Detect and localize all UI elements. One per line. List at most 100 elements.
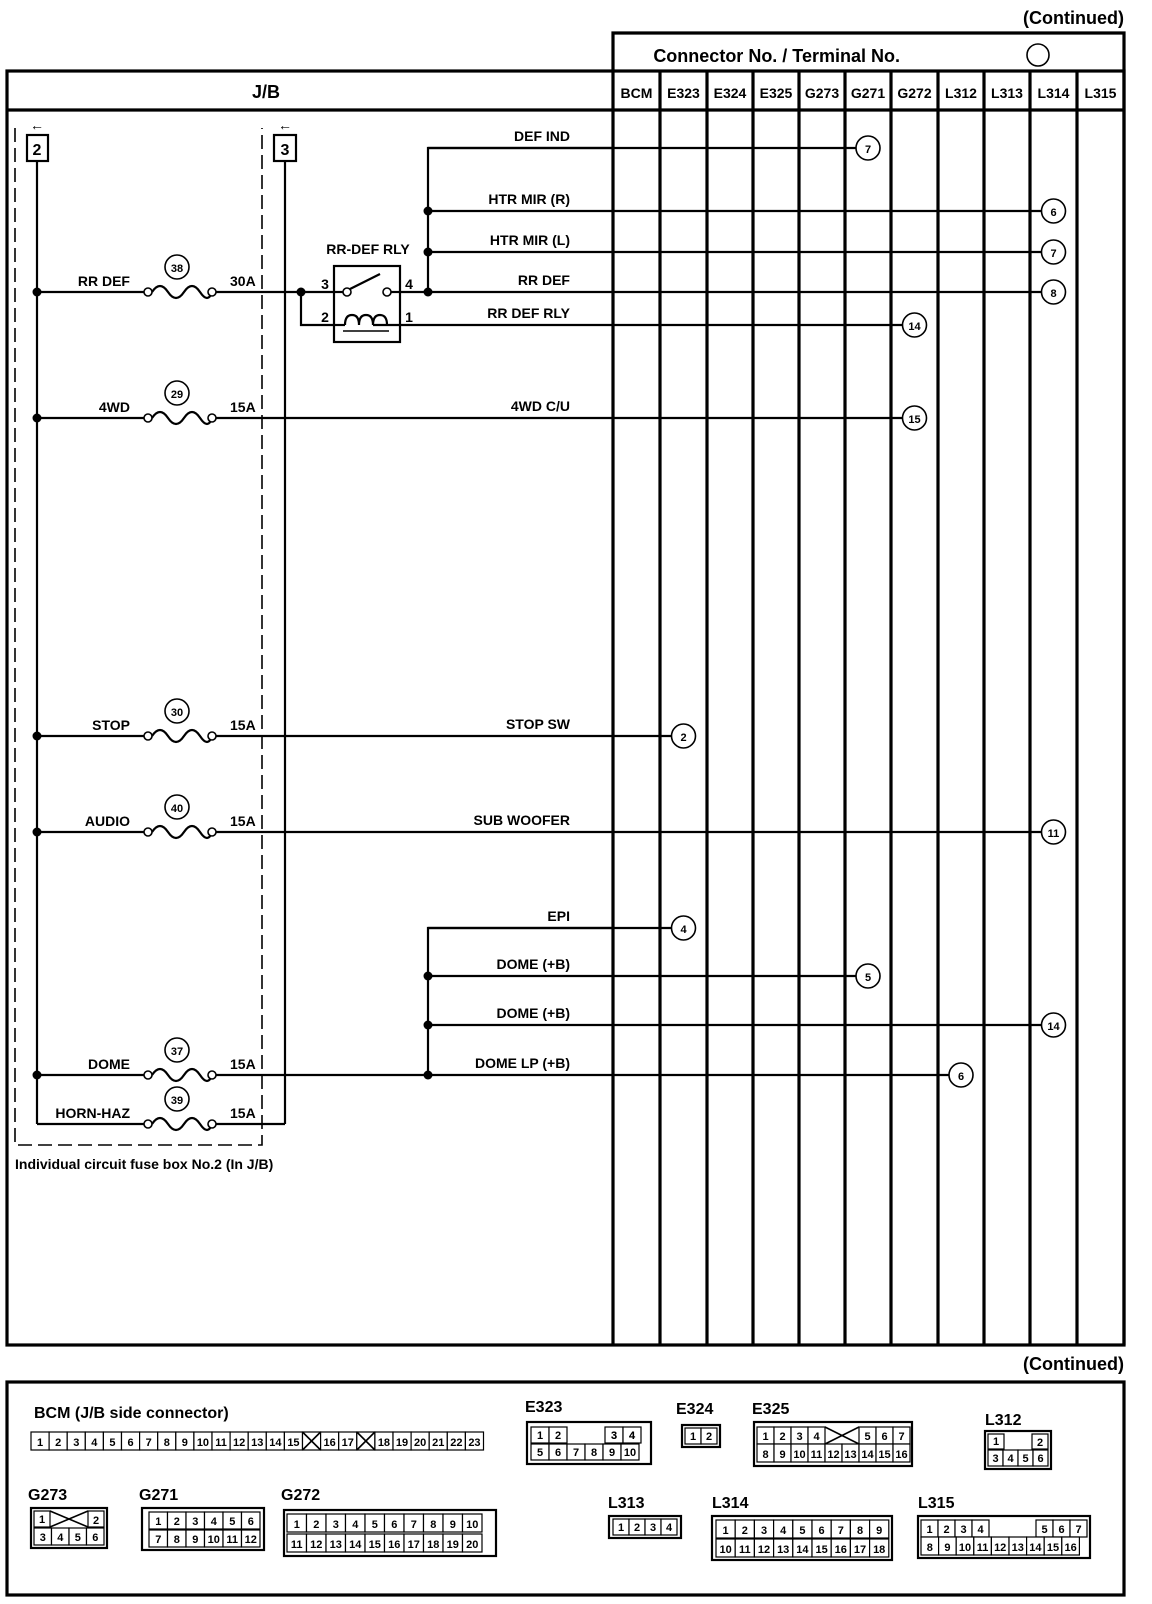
terminal-label: 1 xyxy=(993,1436,999,1448)
terminal-badge xyxy=(670,915,697,941)
terminal-label: 5 xyxy=(537,1447,543,1459)
fuse-terminal-icon xyxy=(143,413,153,423)
terminal-label: 4 xyxy=(57,1532,64,1544)
terminal-label: 2 xyxy=(555,1430,561,1442)
connector-cell xyxy=(700,1427,718,1445)
terminal-label: 2 xyxy=(93,1515,99,1527)
terminal-label: 9 xyxy=(779,1449,785,1461)
terminal-label: 12 xyxy=(827,1449,839,1461)
terminal-label: 4 xyxy=(977,1524,984,1536)
fuse-name: HORN-HAZ xyxy=(55,1105,130,1121)
terminal-badge xyxy=(901,405,928,431)
connector-housing xyxy=(752,1420,914,1468)
terminal-label: 1 xyxy=(37,1437,43,1449)
column-header-g271: G271 xyxy=(851,85,885,101)
terminal-label: 16 xyxy=(388,1539,400,1551)
fuse-symbol-icon xyxy=(151,284,214,300)
circuit-label: HTR MIR (L) xyxy=(490,232,570,248)
fuse-amperage: 15A xyxy=(230,1056,256,1072)
terminal-number: 5 xyxy=(865,972,871,984)
connector-cell xyxy=(987,1433,1005,1450)
connector-cell xyxy=(1032,1449,1049,1467)
terminal-label: 7 xyxy=(573,1447,579,1459)
terminal-label: 3 xyxy=(611,1430,617,1442)
fuse-terminal-icon xyxy=(143,827,153,837)
fuse-symbol-icon xyxy=(151,1116,214,1132)
terminal-label: 2 xyxy=(313,1519,319,1531)
svg-text:3: 3 xyxy=(321,276,329,292)
def-trunk xyxy=(426,146,613,292)
terminal-label: 2 xyxy=(55,1437,61,1449)
terminal-label: 1 xyxy=(537,1430,543,1442)
continued-label-bottom: (Continued) xyxy=(1023,1354,1124,1374)
terminal-label: 17 xyxy=(408,1539,420,1551)
terminal-label: 11 xyxy=(215,1437,227,1449)
terminal-label: 14 xyxy=(349,1539,362,1551)
column-header-e325: E325 xyxy=(760,85,793,101)
terminal-label: 9 xyxy=(944,1542,950,1554)
terminal-label: 1 xyxy=(294,1519,300,1531)
terminal-label: 7 xyxy=(146,1437,152,1449)
terminal-badge xyxy=(855,963,881,989)
terminal-label: 1 xyxy=(723,1525,729,1537)
terminal-label: 4 xyxy=(352,1519,359,1531)
terminal-label: 10 xyxy=(197,1437,209,1449)
connector-cell xyxy=(85,1527,105,1546)
terminal-label: 9 xyxy=(182,1437,188,1449)
terminal-label: 6 xyxy=(819,1525,825,1537)
connector-cell xyxy=(622,1426,642,1444)
terminal-label: 18 xyxy=(873,1544,885,1556)
circuit-label: RR DEF xyxy=(518,272,571,288)
terminal-label: 16 xyxy=(895,1449,907,1461)
terminal-badge xyxy=(670,723,697,749)
terminal-label: 18 xyxy=(378,1437,390,1449)
relay-box xyxy=(332,264,402,344)
terminal-label: 8 xyxy=(164,1437,170,1449)
terminal-label: 15 xyxy=(1047,1542,1059,1554)
terminal-label: 20 xyxy=(414,1437,426,1449)
terminal-label: 9 xyxy=(192,1534,198,1546)
circuit-4wd-c-u: 4WD C/U15 xyxy=(216,398,928,431)
terminal-label: 5 xyxy=(1022,1453,1028,1465)
fuse-amperage: 15A xyxy=(230,1105,256,1121)
fuse-number: 37 xyxy=(171,1046,183,1058)
svg-text:3: 3 xyxy=(611,1430,617,1442)
terminal-label: 2 xyxy=(174,1516,180,1528)
terminal-label: 7 xyxy=(411,1519,417,1531)
bus-ref-number: 2 xyxy=(33,142,42,159)
circuit-stop-sw: STOP SW2 xyxy=(216,716,697,749)
column-header-l312: L312 xyxy=(945,85,977,101)
terminal-label: 10 xyxy=(208,1534,220,1546)
terminal-label: 3 xyxy=(796,1431,802,1443)
terminal-number: 6 xyxy=(1050,207,1056,219)
terminal-badge xyxy=(948,1062,974,1088)
fuse-terminal-icon xyxy=(143,1119,153,1129)
terminal-label: 8 xyxy=(927,1542,933,1554)
terminal-label: 23 xyxy=(468,1437,480,1449)
terminal-label: 13 xyxy=(251,1437,263,1449)
terminal-label: 13 xyxy=(330,1539,342,1551)
terminal-number: 14 xyxy=(1047,1021,1060,1033)
terminal-label: 15 xyxy=(878,1449,890,1461)
connector-cell xyxy=(1061,1536,1081,1556)
terminal-label: 3 xyxy=(40,1532,46,1544)
terminal-label: 6 xyxy=(1058,1524,1064,1536)
fuse-terminal-icon xyxy=(143,287,153,297)
fuse-terminal-icon xyxy=(143,731,153,741)
fuse-name: 4WD xyxy=(99,399,130,415)
circuit-label: DOME LP (+B) xyxy=(475,1055,570,1071)
terminal-label: 9 xyxy=(876,1525,882,1537)
terminal-label: 14 xyxy=(861,1449,874,1461)
connector-cell xyxy=(548,1426,568,1444)
circuit-dome-lp-b: DOME LP (+B)6 xyxy=(216,1055,974,1088)
fuse-terminal-icon xyxy=(207,1070,217,1080)
fuse-number: 40 xyxy=(171,803,183,815)
jb-label: J/B xyxy=(252,82,280,102)
